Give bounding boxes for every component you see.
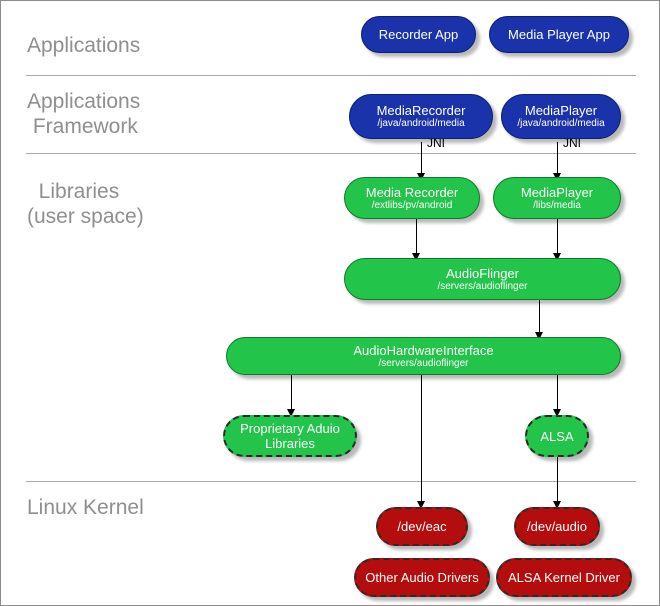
node-dev-eac[interactable]: /dev/eac xyxy=(376,507,468,546)
node-dev-audio[interactable]: /dev/audio xyxy=(514,507,600,546)
connector-alsa-to-dev-audio xyxy=(557,457,558,507)
node-audiohardwareinterface[interactable]: AudioHardwareInterface /servers/audiofli… xyxy=(226,337,621,375)
node-mediaplayer-framework[interactable]: MediaPlayer /java/android/media xyxy=(501,94,621,139)
arrow-mediaplayerlib-to-audioflinger xyxy=(553,253,561,261)
connector-mediarecorder-to-lib xyxy=(421,142,422,179)
edge-label-jni-player: JNI xyxy=(563,136,581,150)
arrow-mediarecorderlib-to-audioflinger xyxy=(412,253,420,261)
node-media-player-app[interactable]: Media Player App xyxy=(489,16,629,53)
node-audiohardwareinterface-subtitle: /servers/audioflinger xyxy=(378,357,469,369)
arrow-audioflinger-to-ahi xyxy=(535,332,543,340)
arrow-ahi-to-alsa xyxy=(553,409,561,417)
node-recorder-app[interactable]: Recorder App xyxy=(361,16,476,53)
layer-label-applications: Applications xyxy=(27,34,141,57)
node-audiohardwareinterface-title: AudioHardwareInterface xyxy=(353,342,494,358)
node-dev-audio-title: /dev/audio xyxy=(527,519,587,534)
node-proprietary-audio-libs-title: Proprietary Aduio xyxy=(240,421,340,436)
divider-applications-framework xyxy=(26,153,636,154)
node-media-player-app-title: Media Player App xyxy=(508,27,610,42)
divider-linux-kernel xyxy=(26,481,636,482)
connector-mediaplayerlib-to-audioflinger xyxy=(557,219,558,259)
node-other-audio-drivers[interactable]: Other Audio Drivers xyxy=(354,558,490,597)
node-mediaplayer-lib[interactable]: MediaPlayer /libs/media xyxy=(493,177,621,219)
node-dev-eac-title: /dev/eac xyxy=(397,519,447,534)
node-other-audio-drivers-title: Other Audio Drivers xyxy=(365,570,479,585)
node-mediarecorder-subtitle: /java/android/media xyxy=(377,118,465,129)
node-mediaplayer-lib-title: MediaPlayer xyxy=(520,184,594,200)
node-mediaplayer-framework-subtitle: /java/android/media xyxy=(517,118,605,129)
arrow-ahi-to-dev-eac xyxy=(417,501,425,509)
node-media-recorder-lib-title: Media Recorder xyxy=(365,184,459,200)
divider-applications xyxy=(26,75,636,76)
node-proprietary-audio-libs-subtitle: Libraries xyxy=(265,436,315,451)
node-mediarecorder-title: MediaRecorder xyxy=(376,103,466,118)
node-alsa-kernel-driver[interactable]: ALSA Kernel Driver xyxy=(496,558,632,597)
layer-label-libraries: Libraries (user space) xyxy=(27,180,144,228)
layer-label-linux-kernel: Linux Kernel xyxy=(27,496,144,519)
node-audioflinger[interactable]: AudioFlinger /servers/audioflinger xyxy=(344,258,621,300)
node-audioflinger-subtitle: /servers/audioflinger xyxy=(437,280,528,292)
node-media-recorder-lib-subtitle: /extlibs/pv/android xyxy=(371,199,453,211)
node-mediarecorder[interactable]: MediaRecorder /java/android/media xyxy=(349,94,493,139)
connector-ahi-to-dev-eac xyxy=(421,375,422,507)
node-mediaplayer-lib-subtitle: /libs/media xyxy=(533,199,581,211)
connector-mediarecorderlib-to-audioflinger xyxy=(416,219,417,259)
edge-label-jni-recorder: JNI xyxy=(427,136,445,150)
connector-audioflinger-to-ahi xyxy=(539,300,540,338)
node-media-recorder-lib[interactable]: Media Recorder /extlibs/pv/android xyxy=(344,177,480,219)
node-mediaplayer-framework-title: MediaPlayer xyxy=(524,103,598,118)
node-alsa[interactable]: ALSA xyxy=(525,415,589,457)
arrow-alsa-to-dev-audio xyxy=(553,501,561,509)
connector-ahi-to-proprietary xyxy=(291,375,292,415)
node-alsa-kernel-driver-title: ALSA Kernel Driver xyxy=(508,570,620,585)
node-recorder-app-title: Recorder App xyxy=(378,27,459,42)
node-proprietary-audio-libs[interactable]: Proprietary Aduio Libraries xyxy=(223,415,357,457)
connector-ahi-to-alsa xyxy=(557,375,558,415)
node-audioflinger-title: AudioFlinger xyxy=(446,265,519,281)
connector-mediaplayer-to-lib xyxy=(557,142,558,179)
node-alsa-title: ALSA xyxy=(540,428,574,444)
arrow-ahi-to-proprietary xyxy=(287,409,295,417)
layer-label-applications-framework: Applications Framework xyxy=(27,90,141,138)
